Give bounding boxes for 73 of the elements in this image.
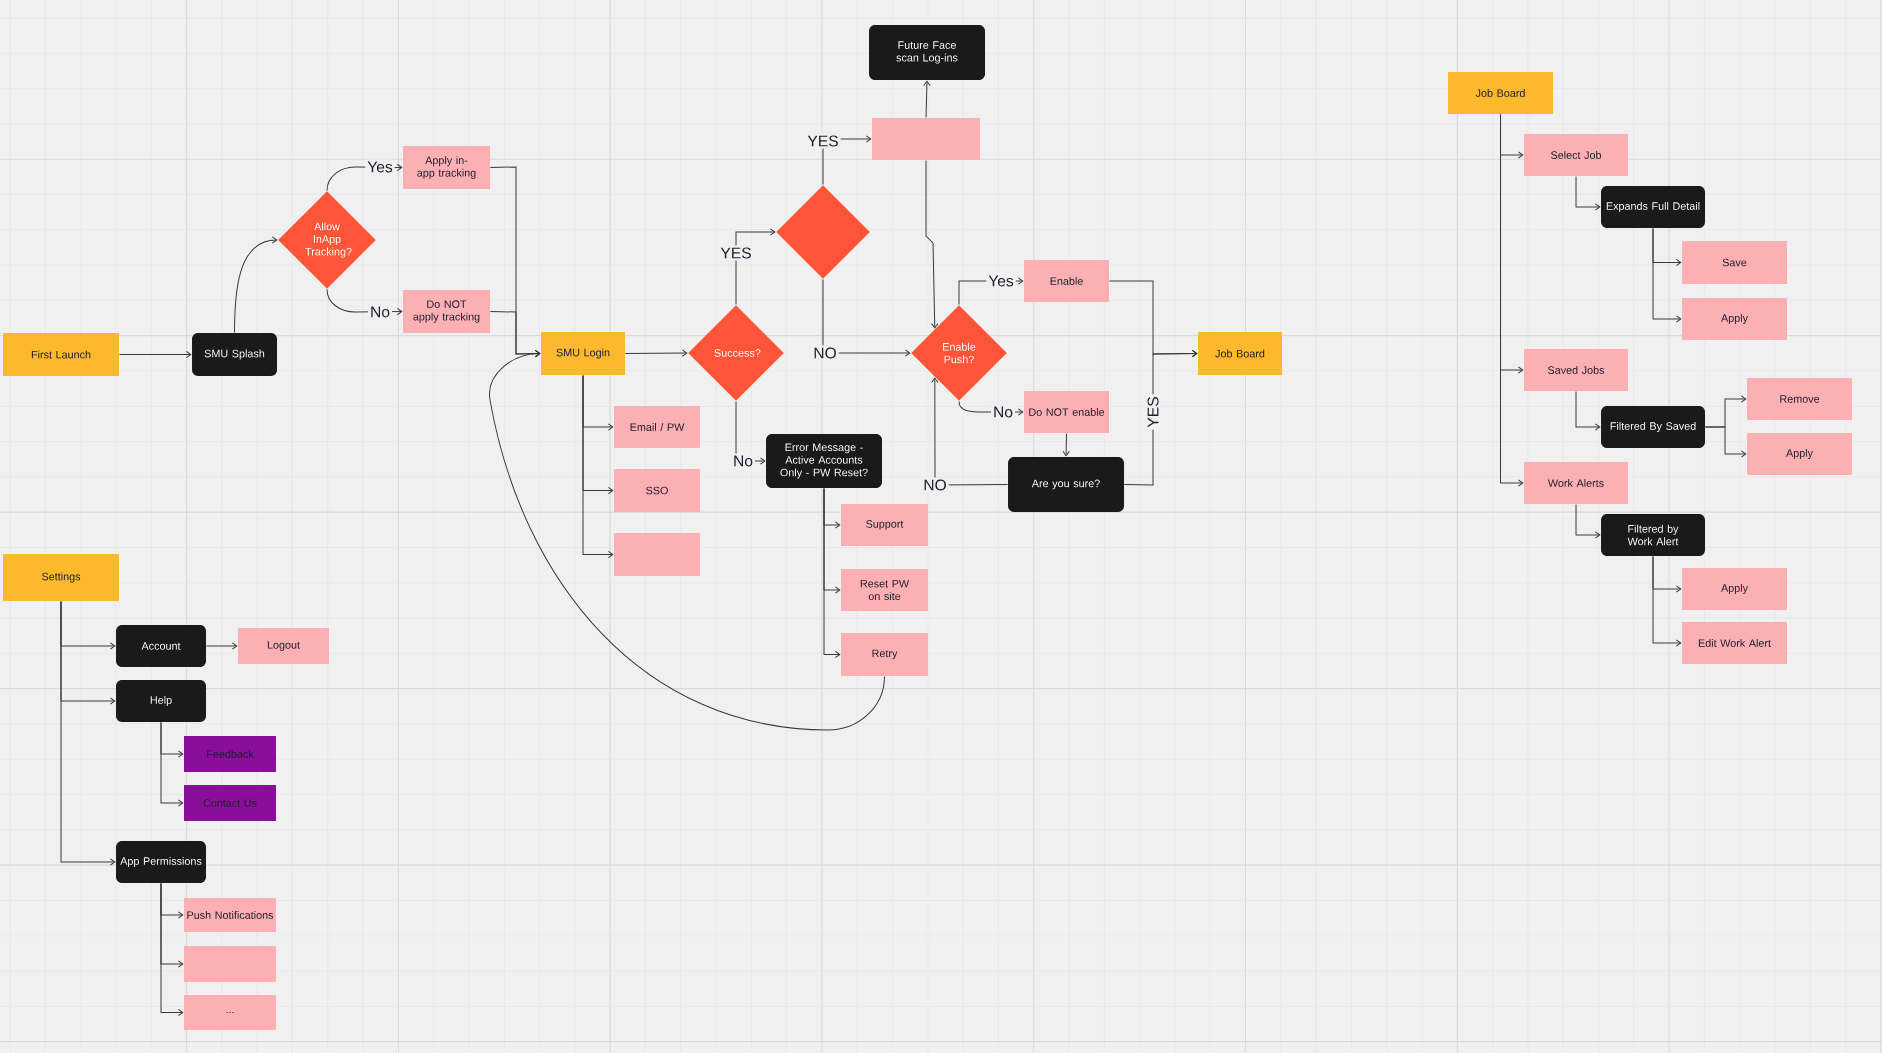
edge-label: YES	[805, 133, 841, 149]
process-box: Saved Jobs	[1524, 349, 1628, 391]
heading-box: Job Board	[1448, 72, 1553, 114]
rounded-box: Error Message - Active Accounts Only - PW Reset?	[766, 434, 882, 488]
heading-box: First Launch	[3, 333, 119, 376]
arrow	[1652, 227, 1682, 323]
rounded-box: App Permissions	[116, 841, 206, 883]
arrow	[931, 377, 1009, 486]
rounded-box: Filtered by Work Alert	[1601, 514, 1705, 556]
rounded-box: Are you sure?	[1008, 457, 1124, 512]
process-box	[872, 118, 980, 160]
arrow	[925, 159, 939, 329]
arrow	[1575, 175, 1601, 211]
process-box: Edit Work Alert	[1682, 622, 1787, 664]
heading-box: Settings	[3, 554, 119, 601]
arrow	[160, 882, 184, 1017]
arrow	[582, 374, 614, 559]
arrow	[489, 349, 885, 731]
process-box: Apply in-app tracking	[403, 146, 490, 189]
arrow	[1575, 390, 1601, 431]
process-box: Apply	[1682, 298, 1787, 340]
arrow	[234, 236, 278, 334]
process-box: Apply	[1747, 433, 1852, 475]
process-box: Apply	[1682, 568, 1787, 610]
process-box: Logout	[238, 628, 329, 664]
rounded-box: Future Face scan Log-ins	[869, 25, 985, 80]
process-box: Enable	[1024, 260, 1109, 302]
process-box: Push Notifications	[184, 898, 276, 932]
arrow	[160, 721, 184, 807]
arrow	[624, 349, 688, 357]
rounded-box: Account	[116, 625, 206, 667]
arrow	[60, 600, 116, 866]
edge-label: YES	[718, 245, 754, 261]
arrow	[1704, 426, 1747, 458]
process-box: Reset PW on site	[841, 569, 928, 611]
arrow	[923, 80, 931, 119]
process-box: ...	[184, 995, 276, 1030]
process-box: Do NOT enable	[1024, 391, 1109, 433]
edge-label: NO	[811, 345, 839, 361]
process-box: Save	[1682, 241, 1787, 284]
edge-label: NO	[921, 477, 949, 493]
rounded-box: SMU Splash	[192, 333, 277, 376]
process-box: Select Job	[1524, 134, 1628, 176]
process-box: Work Alerts	[1524, 462, 1628, 504]
process-box: Do NOT apply tracking	[403, 290, 490, 333]
edge-label: YES	[1145, 394, 1161, 430]
rounded-box: Filtered By Saved	[1601, 406, 1705, 448]
process-box: Remove	[1747, 378, 1852, 420]
process-box: Support	[841, 504, 928, 546]
arrow	[958, 400, 1024, 416]
arrow	[735, 228, 776, 306]
arrow	[823, 487, 841, 659]
arrow	[1062, 432, 1070, 457]
process-box	[184, 946, 276, 982]
process-box: Contact Us	[184, 785, 276, 821]
decision-diamond	[776, 185, 870, 279]
heading-box: Job Board	[1198, 332, 1282, 375]
arrow	[205, 642, 238, 650]
rounded-box: Expands Full Detail	[1601, 186, 1705, 228]
arrow	[735, 400, 766, 465]
arrow	[118, 350, 192, 359]
arrow	[1652, 555, 1682, 647]
process-box: Email / PW	[614, 406, 700, 448]
process-box: Retry	[841, 633, 928, 676]
process-box: SSO	[614, 469, 700, 512]
arrow	[1575, 503, 1601, 539]
process-box: Feedback	[184, 736, 276, 772]
heading-box: SMU Login	[541, 332, 625, 375]
process-box	[614, 533, 700, 576]
arrow	[326, 288, 403, 316]
arrow	[489, 311, 541, 358]
rounded-box: Help	[116, 680, 206, 722]
arrow	[1500, 113, 1524, 487]
